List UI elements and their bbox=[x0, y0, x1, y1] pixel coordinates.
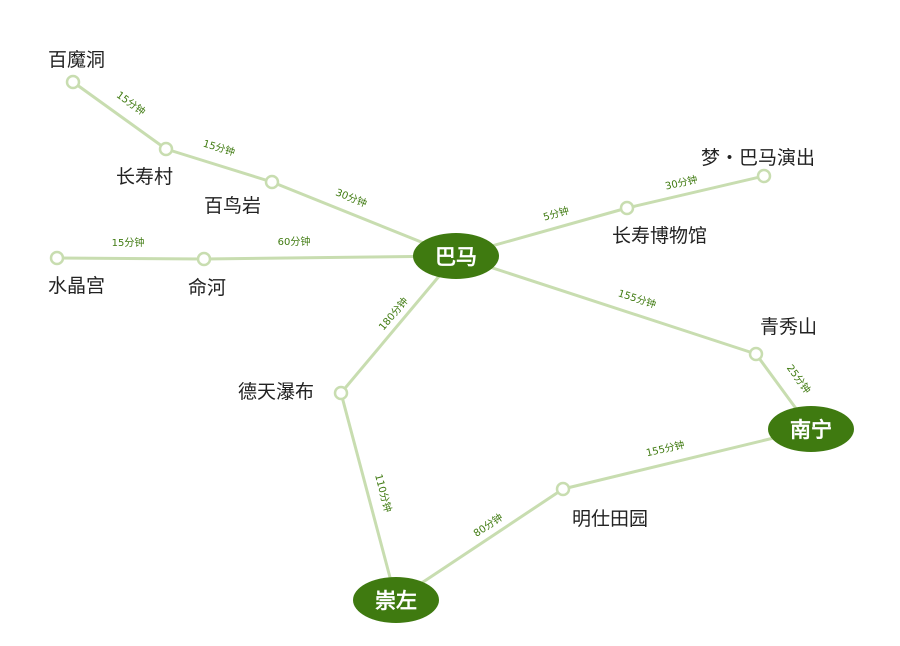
time-bama-museum: 5分钟 bbox=[542, 204, 571, 224]
hub-nanning-label: 南宁 bbox=[790, 418, 832, 442]
route-museum-meng bbox=[625, 174, 766, 210]
hub-nanning-shape bbox=[768, 406, 854, 452]
stop-label-baimodong: 百魔洞 bbox=[48, 49, 105, 71]
time-qingxiushan-nanning: 25分钟 bbox=[784, 362, 814, 396]
stop-label-museum: 长寿博物馆 bbox=[612, 225, 707, 247]
time-museum-meng: 30分钟 bbox=[664, 173, 699, 193]
hub-bama-shape bbox=[413, 233, 499, 279]
stop-marker-mingshi bbox=[555, 481, 571, 497]
hub-chongzuo-label: 崇左 bbox=[375, 589, 417, 613]
time-bama-qingxiushan: 155分钟 bbox=[616, 286, 657, 310]
hub-chongzuo: 崇左 bbox=[353, 577, 439, 623]
time-shuijinggong-minghe: 15分钟 bbox=[112, 236, 145, 249]
stop-marker-bainiaoyan bbox=[264, 174, 280, 190]
route-baimodong-changshoucun bbox=[71, 80, 168, 151]
stop-marker-qingxiushan bbox=[748, 346, 764, 362]
stop-marker-museum bbox=[619, 200, 635, 216]
route-mingshi-nanning bbox=[561, 427, 813, 491]
stop-label-bainiaoyan: 百鸟岩 bbox=[204, 195, 261, 217]
route-detian-chongzuo bbox=[339, 391, 398, 602]
stop-marker-minghe bbox=[196, 251, 212, 267]
stop-label-shuijinggong: 水晶宫 bbox=[48, 275, 105, 297]
stop-label-changshoucun: 长寿村 bbox=[116, 166, 173, 188]
hub-chongzuo-shape bbox=[353, 577, 439, 623]
time-mingshi-nanning: 155分钟 bbox=[645, 438, 686, 459]
stop-marker-detian bbox=[333, 385, 349, 401]
stop-label-meng-bama: 梦・巴马演出 bbox=[701, 147, 815, 169]
hub-bama-label: 巴马 bbox=[435, 245, 477, 269]
route-chongzuo-mingshi bbox=[394, 487, 565, 602]
time-bainiaoyan-bama: 30分钟 bbox=[334, 186, 369, 210]
stop-label-detian: 德天瀑布 bbox=[238, 381, 314, 403]
time-chongzuo-mingshi: 80分钟 bbox=[471, 511, 505, 540]
stop-label-minghe: 命河 bbox=[188, 277, 226, 299]
route-bama-detian bbox=[339, 254, 458, 395]
stop-marker-baimodong bbox=[65, 74, 81, 90]
route-changshoucun-bainiaoyan bbox=[164, 147, 274, 184]
stop-label-mingshi: 明仕田园 bbox=[572, 508, 648, 530]
hub-bama: 巴马 bbox=[413, 233, 499, 279]
hub-nanning: 南宁 bbox=[768, 406, 854, 452]
time-changshoucun-bainiaoyan: 15分钟 bbox=[201, 137, 236, 159]
time-detian-chongzuo: 110分钟 bbox=[372, 473, 395, 514]
stop-label-qingxiushan: 青秀山 bbox=[760, 316, 817, 338]
route-bama-qingxiushan bbox=[454, 254, 758, 356]
stop-marker-shuijinggong bbox=[49, 250, 65, 266]
route-shuijinggong-minghe bbox=[55, 256, 206, 261]
stop-marker-meng-bama bbox=[756, 168, 772, 184]
stop-marker-changshoucun bbox=[158, 141, 174, 157]
time-minghe-bama: 60分钟 bbox=[278, 235, 311, 248]
